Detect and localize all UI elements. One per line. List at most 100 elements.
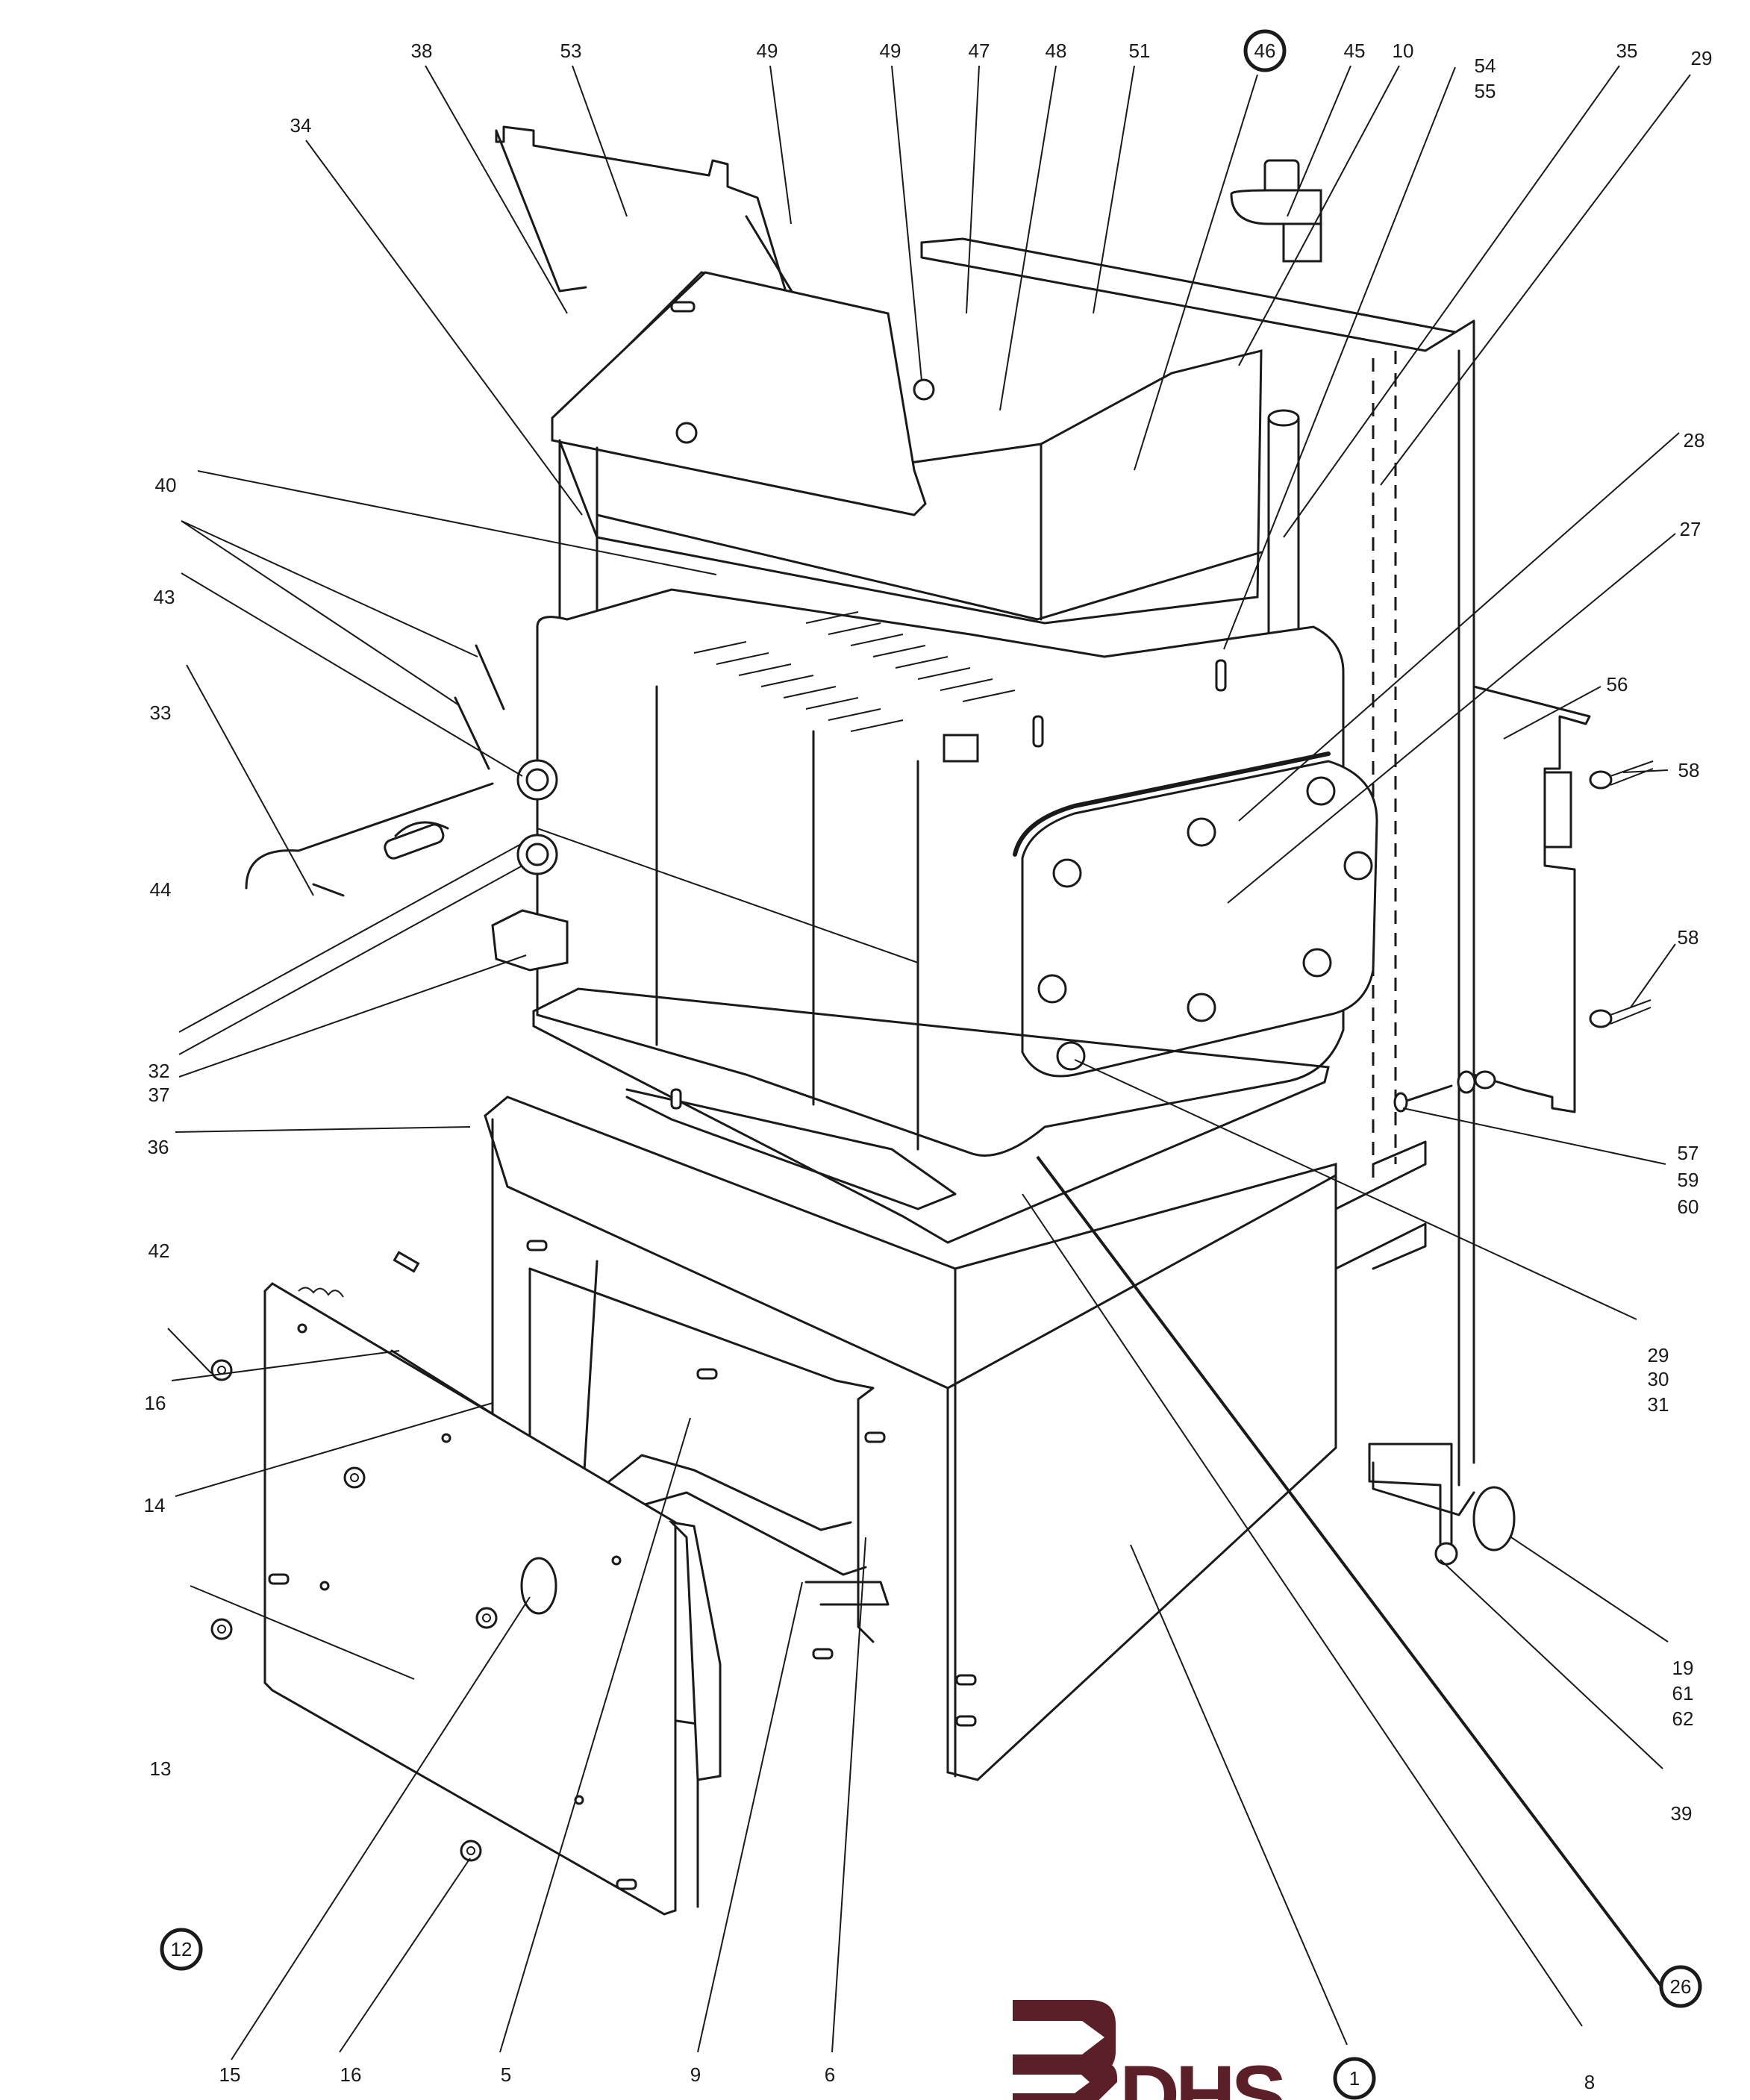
callout-label: 16 <box>340 2063 362 2086</box>
callout-label: 13 <box>150 1757 172 1780</box>
callout-label: 29 <box>1648 1344 1669 1366</box>
callout-c1: 1 <box>1333 2057 1376 2100</box>
callout-c8: 8 <box>1584 2071 1595 2093</box>
leader-29a <box>1380 74 1691 486</box>
callout-label: 8 <box>1584 2071 1595 2093</box>
callout-label: 1 <box>1349 2067 1360 2090</box>
leader-48 <box>999 65 1057 411</box>
side-bracket-56 <box>1472 685 1591 1113</box>
callout-label: 15 <box>219 2063 241 2086</box>
leader-46 <box>1134 74 1258 471</box>
callout-label: 49 <box>757 40 778 62</box>
callout-label: 6 <box>825 2063 835 2086</box>
leader-19 <box>1510 1537 1669 1643</box>
dhs-logo: DHS <box>1013 2000 1289 2100</box>
leader-39 <box>1440 1559 1663 1769</box>
callout-c14: 14 <box>144 1494 166 1516</box>
stud <box>268 301 1227 1890</box>
callout-label: 53 <box>560 40 582 62</box>
callout-c56: 56 <box>1607 673 1628 696</box>
callout-c32: 32 <box>149 1060 170 1082</box>
logo-text: DHS <box>1119 2049 1284 2100</box>
leader-9 <box>697 1581 803 2053</box>
callout-label: 40 <box>155 474 177 496</box>
callout-c15: 15 <box>219 2063 241 2086</box>
callout-label: 35 <box>1616 40 1638 62</box>
leader-45 <box>1287 65 1351 217</box>
callout-label: 56 <box>1607 673 1628 696</box>
callout-c42: 42 <box>149 1240 170 1262</box>
callout-c38: 38 <box>411 40 433 62</box>
leader-57 <box>1402 1107 1666 1165</box>
callout-label: 26 <box>1670 1975 1692 1998</box>
callout-label: 48 <box>1046 40 1067 62</box>
parts-artwork <box>210 125 1654 1916</box>
callout-label: 37 <box>149 1084 170 1106</box>
callout-c49b: 49 <box>880 40 901 62</box>
callout-c16b: 16 <box>340 2063 362 2086</box>
leader-13 <box>175 1402 493 1497</box>
leader-27 <box>1227 533 1676 904</box>
callout-c45: 45 <box>1344 40 1366 62</box>
leader-58a <box>1622 769 1669 773</box>
callout-c34: 34 <box>290 114 312 137</box>
wall-plug-58-bottom <box>1589 999 1651 1028</box>
leader-37 <box>178 865 523 1055</box>
callout-label: 29 <box>1691 47 1713 69</box>
leader-38 <box>425 65 568 314</box>
callout-label: 51 <box>1129 40 1151 62</box>
callout-c6: 6 <box>825 2063 835 2086</box>
callout-circle <box>160 1928 203 1971</box>
callout-label: 34 <box>290 114 312 137</box>
rear-mounting-frame <box>920 237 1475 1516</box>
leader-6 <box>831 1537 866 2053</box>
cover-plate <box>551 271 935 516</box>
leader-1 <box>1130 1544 1348 2046</box>
callout-c43: 43 <box>154 586 175 608</box>
callout-label: 10 <box>1393 40 1414 62</box>
leader-8 <box>1022 1193 1583 2027</box>
callout-c60: 60 <box>1678 1196 1699 1218</box>
wall-bracket-19 <box>1368 1443 1516 1566</box>
callout-label: 44 <box>150 878 172 901</box>
leader-lines <box>167 65 1691 2060</box>
leader-54 <box>1223 66 1456 650</box>
leader-40 <box>197 470 717 575</box>
callout-label: 14 <box>144 1494 166 1516</box>
callout-c54: 54 <box>1475 54 1496 77</box>
leader-32 <box>178 843 523 1033</box>
callout-c53: 53 <box>560 40 582 62</box>
callout-label: 9 <box>690 2063 701 2086</box>
callout-label: 55 <box>1475 80 1496 102</box>
combustion-chamber-1 <box>484 1096 1337 1781</box>
sensor-probe-44 <box>245 782 494 897</box>
callout-c62: 62 <box>1672 1707 1694 1730</box>
callout-c39: 39 <box>1671 1802 1693 1825</box>
callout-c31: 31 <box>1648 1393 1669 1416</box>
leader-42 <box>175 1126 471 1133</box>
leader-44 <box>186 664 314 896</box>
leader-49b <box>891 65 922 381</box>
callout-c29a: 29 <box>1691 47 1713 69</box>
callout-c10: 10 <box>1393 40 1414 62</box>
leader-51 <box>1093 65 1135 314</box>
callout-circle <box>1333 2057 1376 2100</box>
callout-c44: 44 <box>150 878 172 901</box>
callout-label: 46 <box>1254 40 1276 62</box>
callout-label: 5 <box>501 2063 511 2086</box>
leader-16a <box>167 1328 212 1374</box>
nut-16-e <box>460 1840 482 1862</box>
callout-label: 62 <box>1672 1707 1694 1730</box>
callout-c19: 19 <box>1672 1657 1694 1679</box>
callout-c5: 5 <box>501 2063 511 2086</box>
callout-circle <box>1659 1965 1702 2008</box>
logo-arrow-shape <box>1013 2000 1116 2075</box>
nut-16-d <box>475 1607 498 1629</box>
callout-circle <box>1243 29 1287 72</box>
callout-label: 58 <box>1678 759 1700 781</box>
leader-33 <box>181 572 523 777</box>
leader-15 <box>231 1596 531 2060</box>
callout-label: 28 <box>1684 429 1705 451</box>
